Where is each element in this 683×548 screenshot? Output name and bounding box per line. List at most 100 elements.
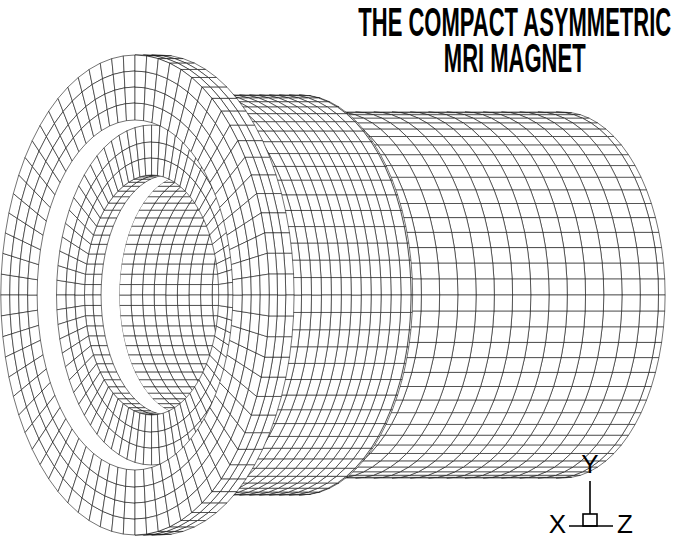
bore-panel xyxy=(297,244,311,254)
body-panel xyxy=(547,263,566,279)
body-panel xyxy=(602,263,621,279)
bore-panel xyxy=(508,191,525,197)
bore-panel xyxy=(166,295,178,305)
body-panel xyxy=(658,279,665,295)
bore-panel xyxy=(407,408,424,411)
body-panel xyxy=(351,295,361,312)
bore-panel xyxy=(500,408,517,411)
bore-panel xyxy=(329,197,345,203)
bore-panel xyxy=(352,316,365,326)
bore-panel xyxy=(465,226,480,235)
body-panel xyxy=(637,327,657,343)
bore-panel xyxy=(395,175,412,176)
bore-panel xyxy=(309,372,325,380)
bore-panel xyxy=(552,414,563,415)
bore-panel xyxy=(466,399,483,404)
bore-panel xyxy=(348,203,364,210)
body-panel xyxy=(470,342,491,357)
body-panel xyxy=(576,358,598,373)
bore-panel xyxy=(444,285,456,295)
bore-panel xyxy=(363,285,375,295)
bore-panel xyxy=(472,336,486,346)
bore-panel xyxy=(167,264,180,274)
bore-panel xyxy=(343,411,360,413)
bore-panel xyxy=(500,226,508,235)
bore-panel xyxy=(445,274,457,284)
bore-panel xyxy=(457,264,470,274)
bore-panel xyxy=(407,226,422,235)
bore-panel xyxy=(384,175,401,176)
body-panel xyxy=(475,263,494,279)
bore-panel xyxy=(421,285,433,295)
bore-panel xyxy=(334,393,351,399)
body-panel xyxy=(438,263,457,279)
bore-panel xyxy=(293,285,305,295)
bore-panel xyxy=(515,197,525,203)
bore-panel xyxy=(401,175,418,176)
body-panel xyxy=(436,248,456,264)
bore-panel xyxy=(352,364,367,372)
bore-panel xyxy=(519,191,529,197)
bore-panel xyxy=(491,305,497,315)
bore-panel xyxy=(364,387,380,393)
body-panel xyxy=(475,311,494,327)
bore-panel xyxy=(500,413,517,414)
bore-panel xyxy=(396,179,413,182)
bore-panel xyxy=(462,235,476,244)
body-panel xyxy=(310,312,321,329)
bore-panel xyxy=(360,226,375,235)
bore-panel xyxy=(344,244,358,254)
bore-panel xyxy=(497,346,505,355)
body-panel xyxy=(521,218,543,233)
bore-panel xyxy=(460,244,474,254)
body-panel xyxy=(639,263,658,279)
bore-panel xyxy=(338,408,355,411)
bore-panel xyxy=(433,387,449,393)
bore-panel xyxy=(366,175,383,176)
bore-panel xyxy=(338,179,355,182)
bore-panel xyxy=(523,179,540,182)
bore-panel xyxy=(413,175,430,176)
bore-panel xyxy=(506,372,515,380)
body-panel xyxy=(340,312,351,329)
body-panel xyxy=(391,278,401,295)
bore-panel xyxy=(448,411,465,413)
body-panel xyxy=(634,342,655,357)
body-panel xyxy=(360,312,371,329)
bore-panel xyxy=(426,393,443,399)
bore-panel xyxy=(535,175,552,176)
bore-panel xyxy=(426,191,443,197)
bore-panel xyxy=(535,408,546,411)
bore-panel xyxy=(345,393,362,399)
body-panel xyxy=(579,342,600,357)
body-panel xyxy=(452,342,473,357)
bore-panel xyxy=(430,408,447,411)
bore-panel xyxy=(497,235,505,244)
bore-panel xyxy=(474,346,488,355)
bore-panel xyxy=(283,197,299,203)
bore-panel xyxy=(360,175,377,176)
bore-panel xyxy=(399,264,412,274)
body-panel xyxy=(598,232,619,247)
bore-panel xyxy=(367,336,381,346)
bore-panel xyxy=(327,186,344,191)
bore-panel xyxy=(404,235,418,244)
body-panel xyxy=(594,358,616,373)
bore-panel xyxy=(395,226,410,235)
bore-panel xyxy=(340,295,352,305)
bore-panel xyxy=(367,210,383,218)
body-panel xyxy=(584,311,603,327)
bore-panel xyxy=(202,264,215,274)
body-panel xyxy=(509,248,529,264)
bore-panel xyxy=(375,364,390,372)
bore-panel xyxy=(414,244,428,254)
bore-panel xyxy=(408,399,425,404)
bore-panel xyxy=(425,244,439,254)
bore-panel xyxy=(375,274,387,284)
body-panel xyxy=(320,312,331,329)
bore-panel xyxy=(314,355,329,364)
bore-panel xyxy=(427,235,441,244)
body-panel xyxy=(311,295,321,312)
bore-panel xyxy=(455,186,472,191)
bore-panel xyxy=(398,295,410,305)
